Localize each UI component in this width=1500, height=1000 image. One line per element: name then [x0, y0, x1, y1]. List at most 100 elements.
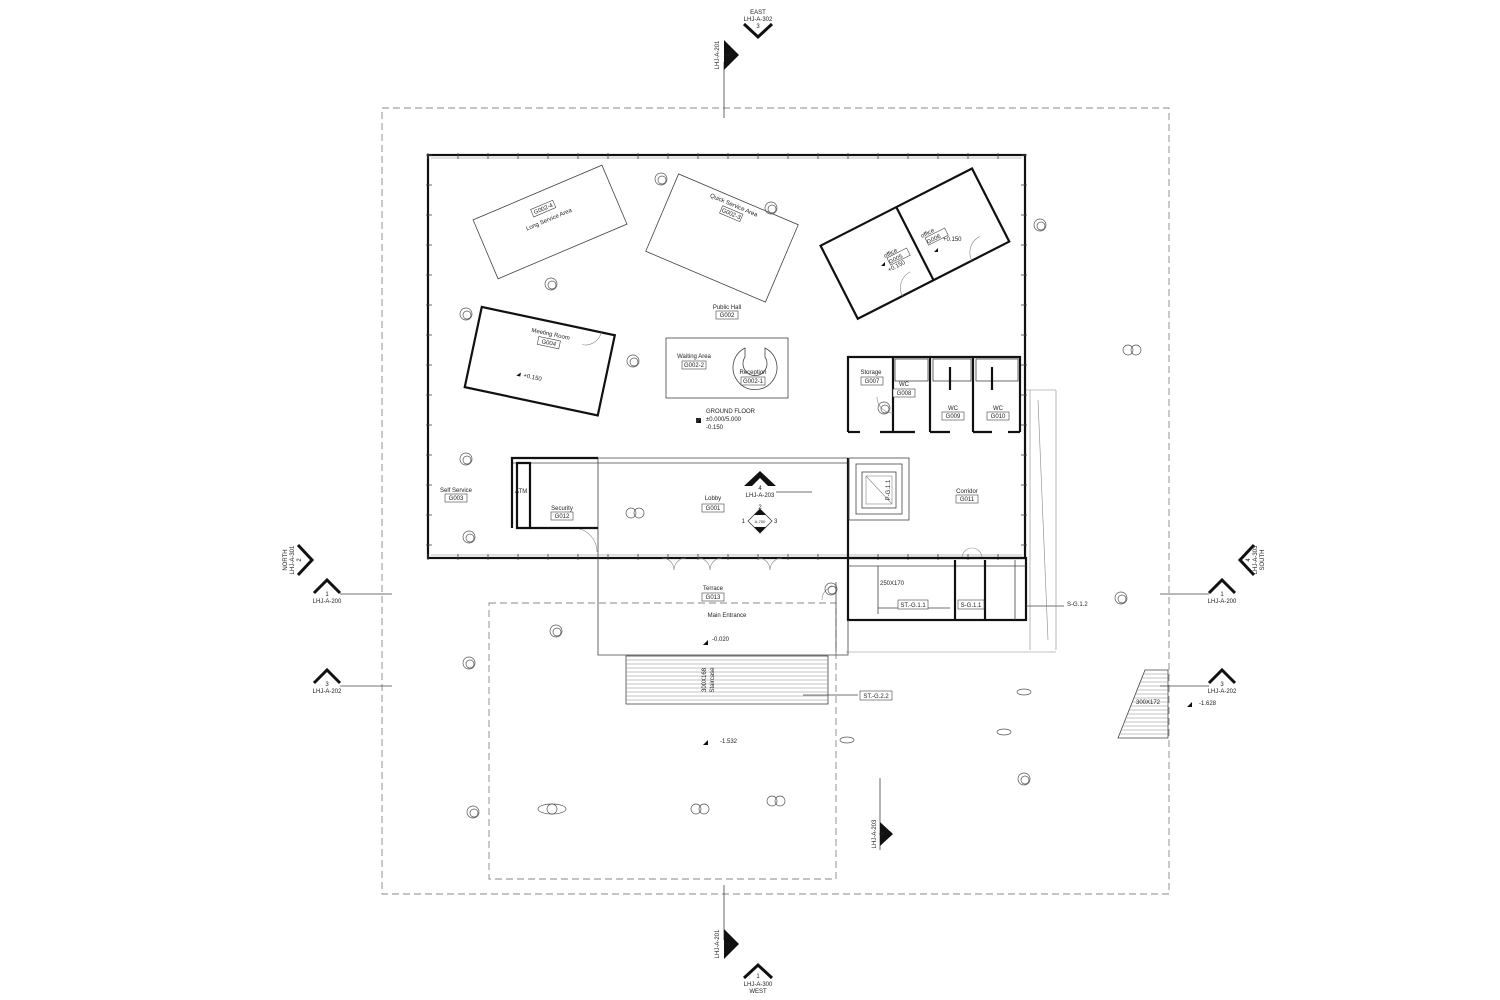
landscape-trees — [459, 172, 1142, 819]
lobby: Lobby G001 — [701, 496, 725, 513]
wc-g009: WC G009 — [941, 406, 965, 421]
svg-text:LHJ-A-203: LHJ-A-203 — [746, 493, 775, 499]
storage-label: Storage — [860, 370, 882, 376]
main-stair-size: 300X168 — [702, 667, 708, 692]
reception-label: Reception — [739, 370, 766, 376]
atm-label: ATM — [515, 489, 527, 495]
ground-floor-tag: GROUND FLOOR ±0.000/5.000 -0.150 — [696, 409, 756, 431]
meeting-room: Meeting Room G004 +0.150 — [463, 305, 617, 417]
svg-text:LHJ-A-200: LHJ-A-200 — [1208, 599, 1237, 605]
wc-g010: WC G010 — [986, 406, 1010, 421]
tree — [1017, 772, 1031, 786]
svg-text:LHJ-A-201: LHJ-A-201 — [715, 929, 721, 958]
main-entrance-label: Main Entrance — [708, 613, 747, 619]
svg-text:3: 3 — [756, 24, 760, 30]
tree — [654, 172, 668, 186]
tree — [1114, 591, 1128, 605]
svg-text:LHJ-A-203: LHJ-A-203 — [872, 819, 878, 848]
tree — [839, 736, 855, 744]
svg-text:2: 2 — [725, 53, 731, 57]
interior-elevation-key: 2 A-700 1 3 — [742, 505, 778, 534]
office-g006: office G006 +0.150 — [920, 227, 962, 252]
public-hall-code: G002 — [720, 313, 735, 319]
tree — [459, 452, 473, 466]
garden-level-value: -1.532 — [720, 739, 738, 745]
site-boundary — [381, 107, 1170, 895]
terrace: Terrace G013 Main Entrance -0.020 — [597, 558, 849, 656]
reception-code: G002-1 — [743, 379, 764, 385]
garden-level: -1.532 — [703, 739, 738, 745]
svg-text:1: 1 — [1220, 592, 1224, 598]
offices-block — [819, 167, 1011, 321]
terrace-level: -0.020 — [712, 637, 730, 643]
svg-text:2: 2 — [297, 558, 303, 562]
terrace-label: Terrace — [703, 586, 724, 592]
self-service-area: Self Service G003 — [440, 488, 473, 503]
tree — [459, 307, 473, 321]
int-elev-n2: 2 — [758, 505, 762, 511]
tree — [462, 656, 476, 670]
atm-security-block — [510, 456, 598, 530]
svg-text:LHJ-A-302: LHJ-A-302 — [744, 17, 773, 23]
wc-1-code: G008 — [897, 391, 912, 397]
east-ramp-rails — [846, 389, 1057, 653]
svg-text:LHJ-A-303: LHJ-A-303 — [1253, 545, 1259, 574]
ground-floor-level: -0.150 — [706, 425, 724, 431]
tree — [1122, 344, 1142, 356]
wc-1-label: WC — [899, 382, 910, 388]
reception-desk: Reception G002-1 — [732, 347, 778, 390]
svg-text:LHJ-A-202: LHJ-A-202 — [1208, 689, 1237, 695]
section-marker-right-202: 3 LHJ-A-202 — [1160, 667, 1237, 695]
elevator-core: P-G.1.1 — [848, 457, 910, 521]
waiting-area: Waiting Area G002-2 — [665, 337, 789, 399]
p-g-1-1-label: P-G.1.1 — [886, 479, 892, 500]
lobby-code: G001 — [706, 506, 721, 512]
tree — [549, 624, 563, 638]
tree — [466, 805, 480, 819]
svg-text:3: 3 — [1220, 682, 1224, 688]
terrace-code: G013 — [706, 595, 721, 601]
entrance-doors — [661, 547, 983, 571]
tree — [626, 354, 640, 368]
tree — [1016, 688, 1032, 696]
svg-text:2: 2 — [725, 942, 731, 946]
main-staircase: 300X168 Staircase ST.-G.2.2 — [625, 655, 893, 705]
self-service-code: G003 — [449, 496, 464, 502]
public-hall: Public Hall G002 — [713, 305, 741, 320]
meeting-room-code: G004 — [541, 339, 557, 348]
elevation-marker-west: 1 LHJ-A-300 WEST — [742, 962, 774, 995]
tree — [764, 201, 778, 215]
building-outline — [426, 153, 1027, 560]
lobby-label: Lobby — [705, 496, 721, 502]
security-room: Security G012 — [550, 506, 574, 521]
section-marker-left-200: 1 LHJ-A-200 — [313, 577, 392, 605]
main-stair-label: Staircase — [710, 667, 716, 693]
svg-text:LHJ-A-202: LHJ-A-202 — [313, 689, 342, 695]
stair-block-1: 250X170 ST.-G.1.1 S-G.1.1 S-G.1.2 — [846, 556, 1088, 622]
s-g-1-2-tag: S-G.1.2 — [1067, 602, 1088, 608]
meeting-room-level: +0.150 — [523, 373, 543, 383]
security-label: Security — [551, 506, 573, 512]
storage-room: Storage G007 — [860, 370, 884, 386]
office-g005: office G005 +0.150 — [881, 247, 911, 274]
svg-text:LHJ-A-301: LHJ-A-301 — [290, 545, 296, 574]
svg-text:1: 1 — [756, 974, 760, 980]
ground-floor-title: GROUND FLOOR — [706, 409, 756, 415]
s-g-1-1-tag: S-G.1.1 — [961, 603, 982, 609]
quick-service-area: Quick Service Area G002-3 — [645, 173, 799, 303]
section-marker-lobby-203: 4 LHJ-A-203 — [744, 471, 812, 499]
tree — [1033, 218, 1047, 232]
wc-3-label: WC — [993, 406, 1004, 412]
elevation-marker-east: EAST LHJ-A-302 3 — [742, 10, 774, 40]
tree — [996, 728, 1012, 736]
long-service-area: G002-4 Long Service Area — [472, 164, 628, 280]
waiting-area-label: Waiting Area — [677, 354, 711, 360]
tree — [824, 582, 838, 596]
storage-code: G007 — [865, 379, 880, 385]
svg-text:LHJ-A-200: LHJ-A-200 — [313, 599, 342, 605]
int-elev-n3: 3 — [774, 519, 778, 525]
tree — [537, 803, 567, 815]
wc-g008: WC G008 — [892, 382, 916, 398]
wc-2-label: WC — [948, 406, 959, 412]
east-ramp-level: -1.628 — [1199, 701, 1217, 707]
